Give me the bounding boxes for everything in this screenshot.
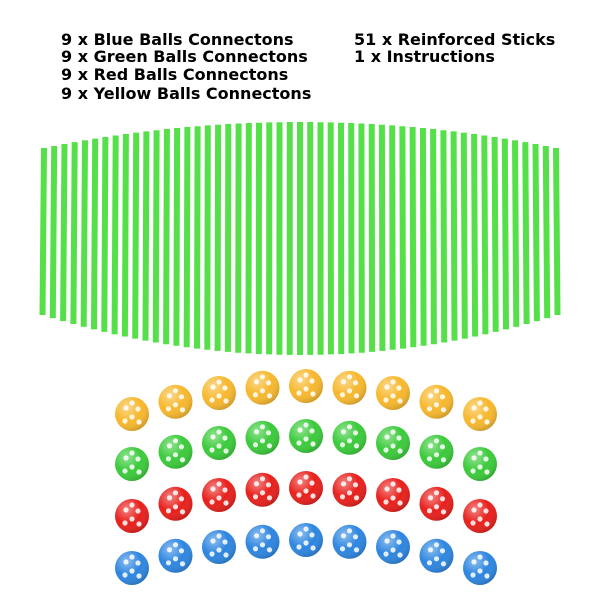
blue-ball	[202, 530, 236, 564]
stick	[481, 135, 489, 335]
spec-sticks: 51 x Reinforced Sticks	[354, 30, 556, 49]
spec-red-balls: 9 x Red Balls Connectons	[61, 65, 289, 84]
stick	[553, 147, 561, 316]
stick	[409, 126, 417, 348]
stick	[450, 131, 458, 341]
stick	[142, 131, 150, 341]
yellow-ball	[376, 376, 410, 410]
stick	[152, 130, 160, 343]
red-ball	[463, 499, 497, 533]
balls-group	[115, 369, 497, 585]
blue-ball	[158, 538, 193, 573]
stick	[70, 142, 78, 325]
stick	[512, 140, 520, 327]
stick	[214, 124, 222, 351]
stick	[204, 125, 211, 350]
yellow-ball	[158, 384, 193, 419]
blue-ball	[376, 530, 410, 564]
yellow-ball	[289, 369, 323, 403]
sticks-group	[39, 121, 561, 355]
yellow-ball	[463, 397, 497, 431]
spec-instructions: 1 x Instructions	[354, 47, 495, 66]
green-ball	[376, 426, 410, 460]
stick	[111, 135, 119, 335]
stick	[132, 132, 140, 339]
yellow-ball	[115, 397, 149, 431]
stick	[194, 126, 201, 349]
stick	[532, 143, 540, 322]
red-ball	[158, 486, 193, 521]
green-ball	[202, 426, 236, 460]
blue-ball	[419, 538, 454, 573]
yellow-ball	[245, 370, 280, 405]
stick	[440, 130, 448, 343]
stick	[471, 133, 479, 337]
red-ball	[289, 471, 323, 505]
stick	[163, 128, 170, 345]
stick	[460, 132, 468, 339]
stick	[430, 128, 437, 345]
red-ball	[245, 472, 280, 507]
red-ball	[376, 478, 410, 512]
stick	[121, 133, 129, 337]
blue-ball	[332, 524, 367, 559]
stick	[101, 136, 109, 332]
green-ball	[419, 434, 454, 469]
stick	[49, 145, 58, 319]
stick	[542, 145, 551, 319]
blue-ball	[289, 523, 323, 557]
stick	[378, 124, 386, 351]
spec-blue-balls: 9 x Blue Balls Connectons	[61, 30, 294, 49]
blue-ball	[115, 551, 149, 585]
yellow-ball	[202, 376, 236, 410]
blue-ball	[245, 524, 280, 559]
red-ball	[419, 486, 454, 521]
stick	[173, 127, 181, 346]
spec-yellow-balls: 9 x Yellow Balls Connectons	[61, 84, 312, 103]
yellow-ball	[332, 370, 367, 405]
green-ball	[332, 420, 367, 455]
stick	[419, 127, 427, 346]
green-ball	[115, 447, 149, 481]
stick	[183, 126, 191, 348]
stick	[522, 142, 530, 325]
stick	[491, 136, 499, 332]
stick	[60, 143, 68, 322]
green-ball	[245, 420, 280, 455]
red-ball	[332, 472, 367, 507]
stick	[80, 140, 88, 327]
stick	[501, 138, 509, 330]
stick	[389, 125, 396, 350]
stick	[39, 147, 47, 316]
yellow-ball	[419, 384, 454, 419]
spec-green-balls: 9 x Green Balls Connectons	[61, 47, 308, 66]
blue-ball	[463, 551, 497, 585]
green-ball	[158, 434, 193, 469]
red-ball	[202, 478, 236, 512]
stick	[91, 138, 99, 330]
stick	[399, 126, 406, 349]
red-ball	[115, 499, 149, 533]
green-ball	[289, 419, 323, 453]
green-ball	[463, 447, 497, 481]
